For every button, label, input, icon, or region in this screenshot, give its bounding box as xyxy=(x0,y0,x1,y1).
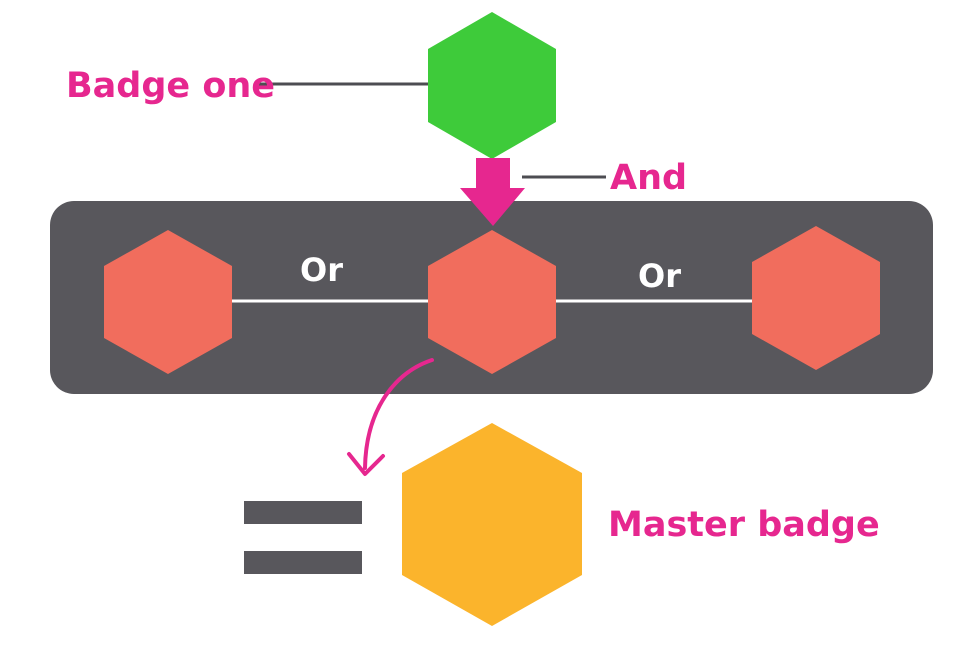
or-right-label: Or xyxy=(638,257,681,295)
equals-bar-top xyxy=(244,501,362,524)
curved-arrow-head xyxy=(347,452,385,476)
master-badge-hexagon xyxy=(402,423,582,626)
curved-arrow-line xyxy=(363,358,434,470)
and-label: And xyxy=(610,158,687,198)
down-arrow-icon xyxy=(460,158,525,226)
badge-one-label: Badge one xyxy=(66,66,275,106)
option-left-hexagon xyxy=(104,230,232,374)
equals-bar-bottom xyxy=(244,551,362,574)
option-center-hexagon xyxy=(428,230,556,374)
master-badge-label: Master badge xyxy=(608,505,880,545)
curved-arrow-icon xyxy=(347,358,434,476)
or-left-label: Or xyxy=(300,251,343,289)
option-right-hexagon xyxy=(752,226,880,370)
badge-one-hexagon xyxy=(428,12,556,159)
equals-icon xyxy=(244,501,362,574)
